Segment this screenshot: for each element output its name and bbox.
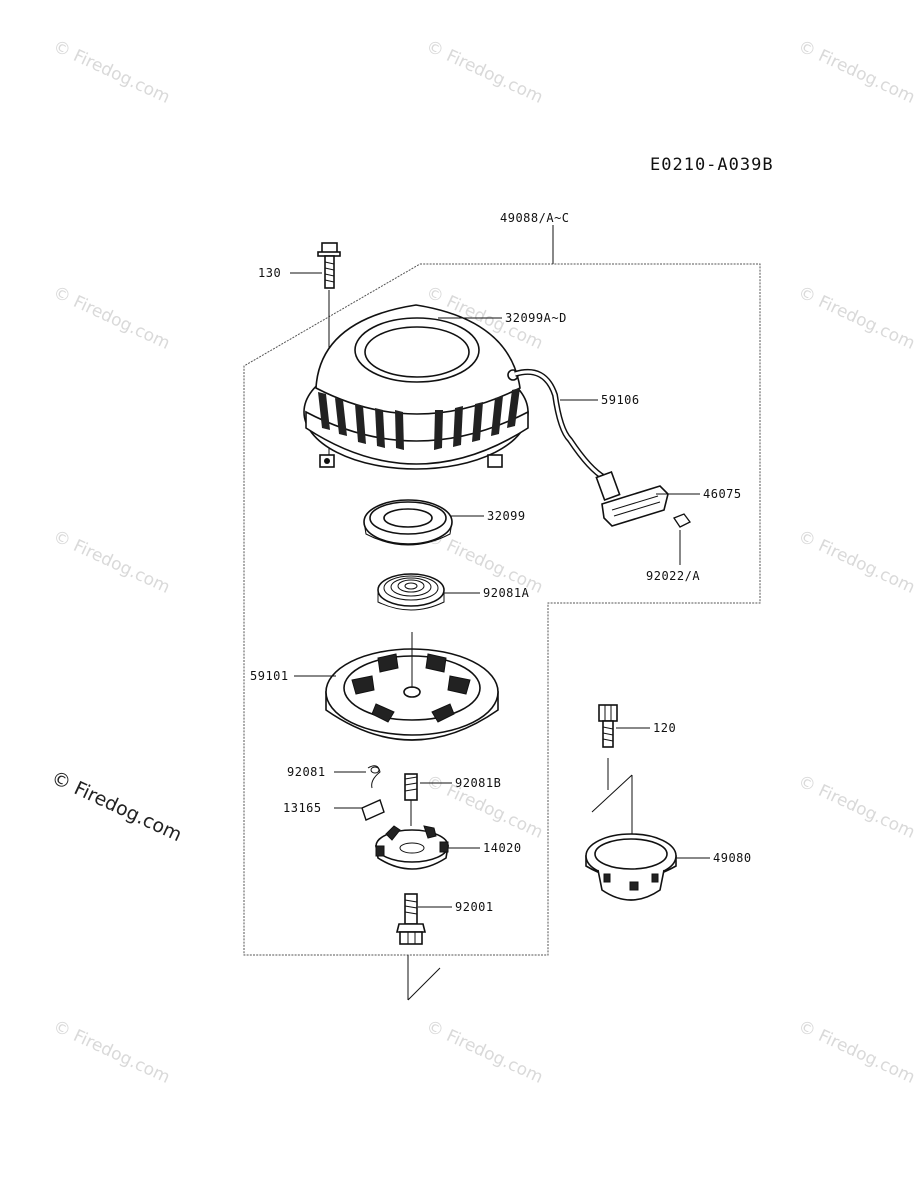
bolt-92001	[395, 893, 427, 945]
center-spring	[404, 773, 418, 826]
watermark: © Firedog.com	[795, 526, 917, 598]
diagram-code: E0210-A039B	[650, 155, 774, 175]
watermark: © Firedog.com	[50, 1016, 173, 1088]
watermark: © Firedog.com	[50, 526, 173, 598]
part-label-120: 120	[653, 721, 676, 735]
part-label-92081B: 92081B	[455, 776, 501, 790]
part-label-32099AD: 32099A~D	[505, 311, 567, 325]
watermark: © Firedog.com	[795, 771, 917, 843]
part-label-49088: 49088/A~C	[500, 211, 570, 225]
watermark-layer: © Firedog.com © Firedog.com © Firedog.co…	[48, 36, 917, 1088]
watermark: © Firedog.com	[795, 36, 917, 108]
part-label-130: 130	[258, 266, 281, 280]
part-label-92022: 92022/A	[646, 569, 700, 583]
ratchet-cam	[375, 825, 449, 870]
bolt-120	[598, 704, 618, 790]
watermark: © Firedog.com	[795, 282, 917, 354]
watermark: © Firedog.com	[423, 36, 546, 108]
part-label-92081A: 92081A	[483, 586, 530, 600]
watermark: © Firedog.com	[50, 282, 173, 354]
part-label-49080: 49080	[713, 851, 752, 865]
rope-guide	[363, 499, 453, 546]
ratchet	[361, 799, 385, 821]
part-label-46075: 46075	[703, 487, 742, 501]
assembly-frame	[243, 263, 761, 956]
part-label-13165: 13165	[283, 801, 322, 815]
watermark: © Firedog.com	[795, 1016, 917, 1088]
watermark: © Firedog.com	[423, 1016, 546, 1088]
part-label-14020: 14020	[483, 841, 522, 855]
part-label-92001: 92001	[455, 900, 494, 914]
watermark: © Firedog.com	[50, 36, 173, 108]
starter-cup	[585, 774, 677, 901]
watermark-main: © Firedog.com	[48, 767, 185, 847]
recoil-reel	[325, 632, 499, 741]
recoil-spring	[377, 573, 445, 611]
part-label-92081: 92081	[287, 765, 326, 779]
mount-indicator	[407, 955, 441, 1001]
part-label-59106: 59106	[601, 393, 640, 407]
recoil-cover	[303, 304, 529, 470]
part-label-59101: 59101	[250, 669, 289, 683]
rope-clip	[673, 513, 691, 528]
part-label-32099: 32099	[487, 509, 526, 523]
ratchet-spring	[367, 765, 381, 789]
starter-handle	[595, 470, 669, 527]
